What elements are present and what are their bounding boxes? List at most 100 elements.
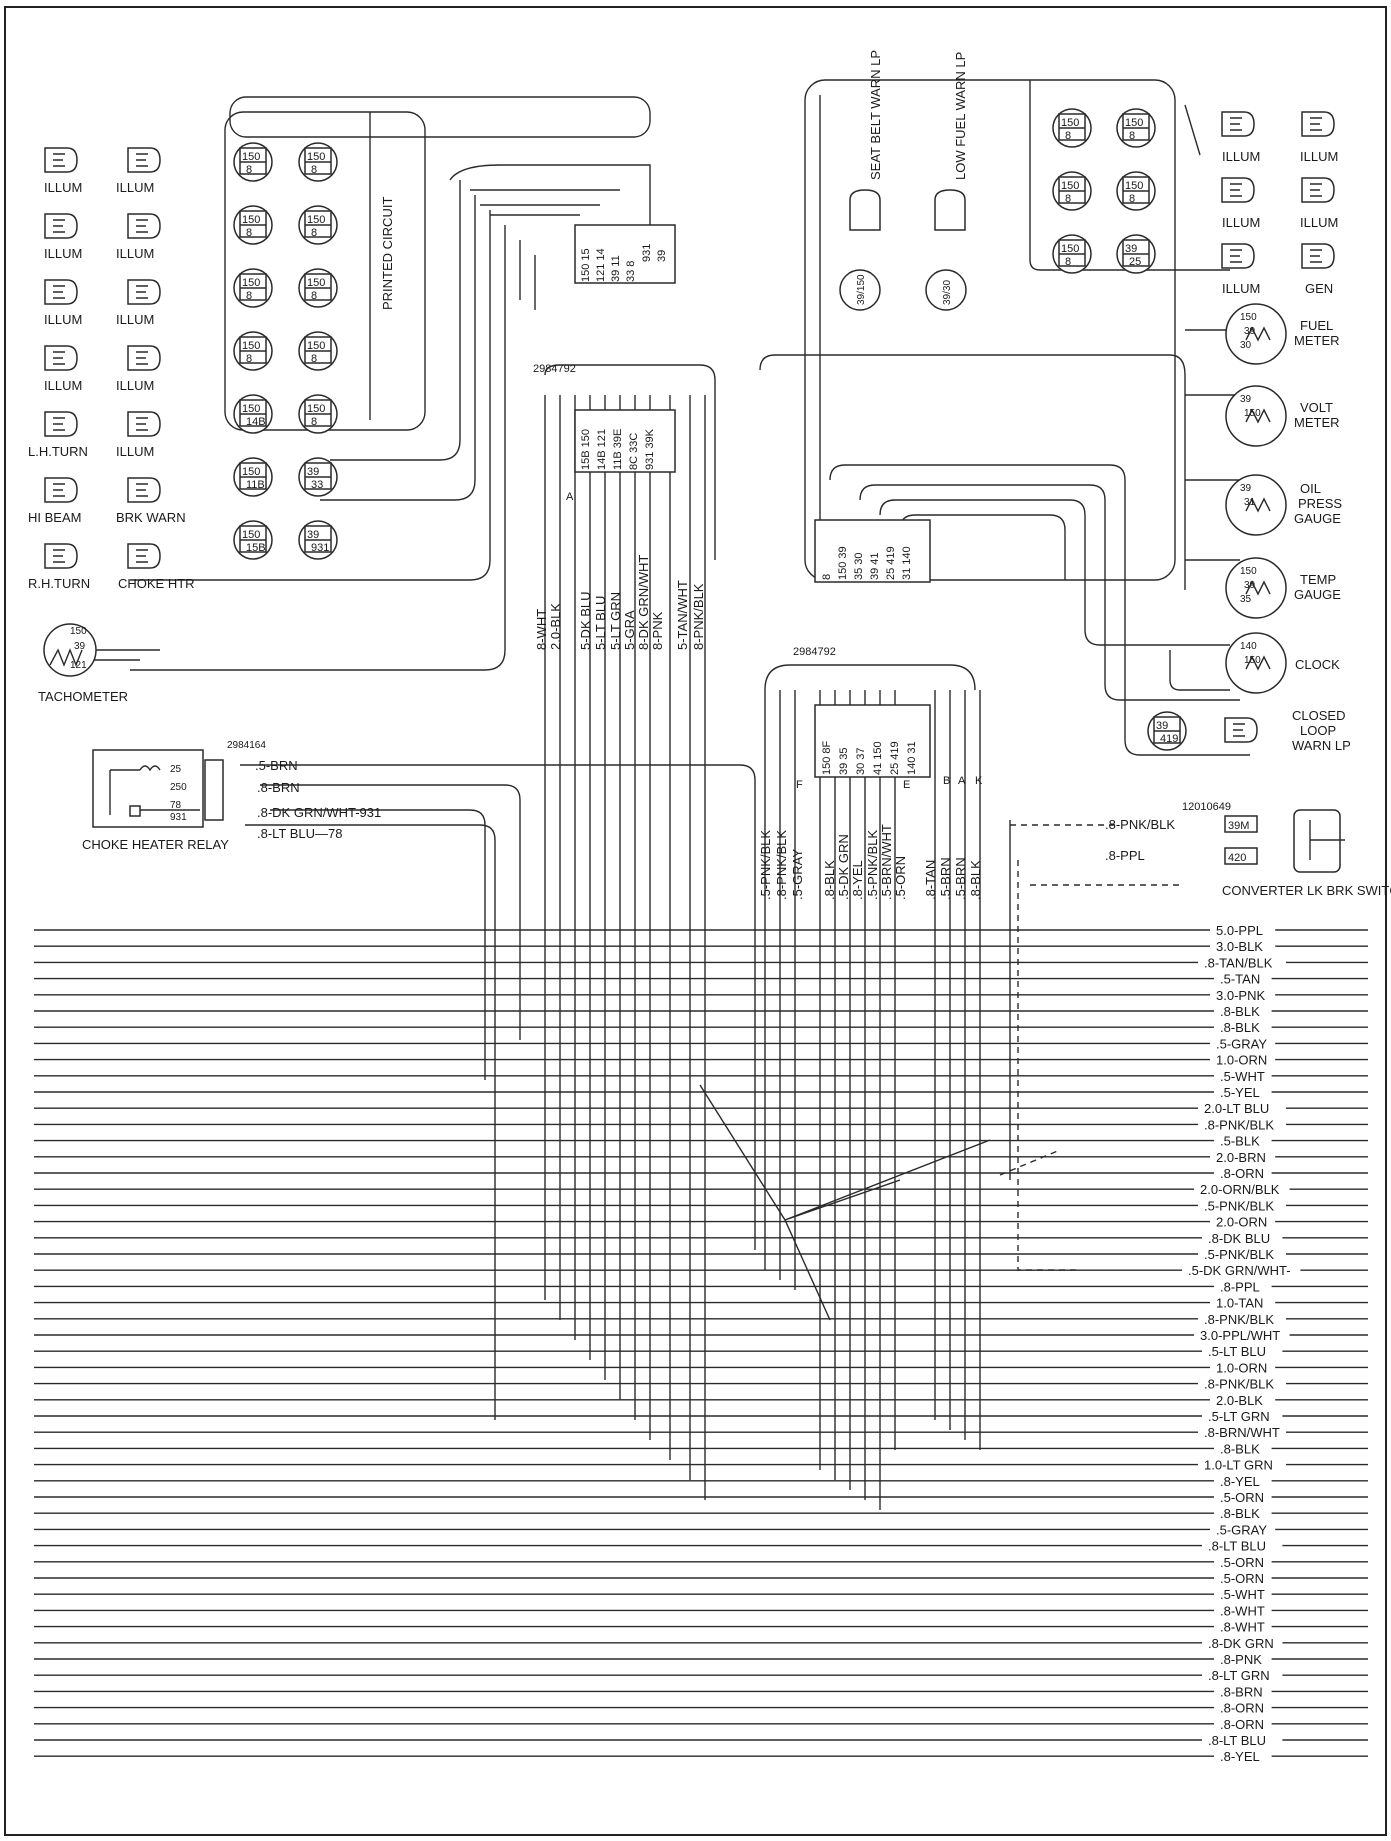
harness-label-19: .8-DK BLU xyxy=(1208,1231,1270,1246)
bulb-left-a-1-filament-icon xyxy=(53,219,65,233)
harness-label-12: .8-PNK/BLK xyxy=(1204,1117,1274,1132)
bulb-left-a-0-filament-icon xyxy=(53,153,65,167)
conn-mid-row-0: 15B 150 xyxy=(580,429,592,470)
mid-wire-label-8: 5-TAN/WHT xyxy=(675,580,690,650)
closed-loop-label-2: WARN LP xyxy=(1292,738,1351,753)
socket-left-b-5-bottom: 33 xyxy=(311,479,323,491)
harness-label-43: .8-WHT xyxy=(1220,1620,1265,1635)
socket-left-b-6-frame xyxy=(304,525,332,553)
bulb-left-b-6-filament-icon xyxy=(136,549,148,563)
conn-lower-row-4: 25 419 xyxy=(889,741,901,775)
converter-wire-1: .8-PNK/BLK xyxy=(1105,817,1175,832)
gauge-0-dial xyxy=(1225,303,1287,365)
conn-upper-row-1: 121 14 xyxy=(595,248,607,282)
socket-right-b-0-bottom: 8 xyxy=(1129,130,1135,142)
gauge-2-coil-icon xyxy=(1245,497,1271,513)
socket-right-b-1-bottom: 8 xyxy=(1129,193,1135,205)
harness-label-24: .8-PNK/BLK xyxy=(1204,1312,1274,1327)
conn-right-col-5: 31 140 xyxy=(901,546,913,580)
lower-connector-letter-k: K xyxy=(975,775,983,787)
conn-mid-row-2: 11B 39E xyxy=(612,429,624,470)
bulb-right-b-1-filament-icon xyxy=(1310,183,1322,197)
gauge-4-label-0: CLOCK xyxy=(1295,657,1340,672)
gauge-leads xyxy=(1169,329,1240,691)
tachometer-label: TACHOMETER xyxy=(38,689,128,704)
gauge-3-dial xyxy=(1225,557,1287,619)
bulb-left-b-0-label: ILLUM xyxy=(116,180,154,195)
bulb-left-a-1-label: ILLUM xyxy=(44,246,82,261)
harness-label-20: .5-PNK/BLK xyxy=(1204,1247,1274,1262)
conn-right-col-0: 8 xyxy=(821,574,833,580)
harness-label-38: .8-LT BLU xyxy=(1208,1539,1266,1554)
harness-wire-lines: 5.0-PPL3.0-BLK.8-TAN/BLK.5-TAN3.0-PNK.8-… xyxy=(34,923,1368,1764)
socket-left-a-6-bottom: 15B xyxy=(246,542,266,554)
converter-wire-2: .8-PPL xyxy=(1105,848,1145,863)
socket-left-a-6-top: 150 xyxy=(242,529,260,541)
low-fuel-socket-text: 39/30 xyxy=(942,280,953,305)
mid-wire-label-5: 5-GRA xyxy=(622,610,637,650)
closed-loop-socket-frame xyxy=(1153,716,1181,744)
gauge-0-label-1: METER xyxy=(1294,333,1340,348)
lower-wire-label-2: .5-GRAY xyxy=(790,849,805,900)
bulb-left-a-6-filament-icon xyxy=(53,549,65,563)
lower-wire-label-9: .8-TAN xyxy=(923,860,938,900)
right-loop-d xyxy=(879,499,1230,646)
socket-left-a-1-bottom: 8 xyxy=(246,227,252,239)
harness-label-33: 1.0-LT GRN xyxy=(1204,1458,1273,1473)
lower-connector-letter-a: A xyxy=(958,775,966,787)
lower-wire-label-7: .5-BRN/WHT xyxy=(879,824,894,900)
mid-wire-label-1: 2.0-BLK xyxy=(548,603,563,650)
gauge-2-dial xyxy=(1225,474,1287,536)
lower-connector-body xyxy=(814,704,931,778)
harness-label-42: .8-WHT xyxy=(1220,1603,1265,1618)
harness-label-21: .5-DK GRN/WHT- xyxy=(1188,1263,1291,1278)
converter-switch-arm-icon xyxy=(1309,820,1345,860)
socket-left-b-6-bottom: 931 xyxy=(311,542,329,554)
gauge-2-pin-1: 31 xyxy=(1244,497,1256,508)
gauge-2-label-2: GAUGE xyxy=(1294,511,1341,526)
converter-lockup-switch: 12010649 .8-PNK/BLK .8-PPL 39M 420 CONVE… xyxy=(1105,801,1391,898)
harness-label-10: .5-YEL xyxy=(1220,1085,1260,1100)
converter-dashed xyxy=(1010,824,1180,1271)
harness-label-9: .5-WHT xyxy=(1220,1069,1265,1084)
harness-label-0: 5.0-PPL xyxy=(1216,923,1263,938)
gauge-4-dial xyxy=(1225,632,1287,694)
socket-right-a-0-top: 150 xyxy=(1061,117,1079,129)
bulb-left-b-3-filament-icon xyxy=(136,351,148,365)
mid-connector-loop xyxy=(544,364,716,560)
converter-pin-box-1 xyxy=(1224,815,1258,833)
socket-right-a-0-bottom: 8 xyxy=(1065,130,1071,142)
conn-lower-row-2: 30 37 xyxy=(855,747,867,775)
seat-belt-label: SEAT BELT WARN LP xyxy=(868,50,883,180)
harness-label-28: .8-PNK/BLK xyxy=(1204,1377,1274,1392)
socket-left-b-6-top: 39 xyxy=(307,529,319,541)
right-cluster-verticals xyxy=(819,80,1230,560)
lower-wire-label-10: .5-BRN xyxy=(938,857,953,900)
gauge-0-pin-2: 30 xyxy=(1240,340,1252,351)
relay-wire-2: .8-BRN xyxy=(257,780,300,795)
bulb-left-b-0-filament-icon xyxy=(136,153,148,167)
closed-loop-label-1: LOOP xyxy=(1300,723,1336,738)
socket-right-a-2-bottom: 8 xyxy=(1065,256,1071,268)
bulb-left-b-4-label: ILLUM xyxy=(116,444,154,459)
bulb-right-a-2-filament-icon xyxy=(1230,249,1242,263)
socket-left-b-3-frame xyxy=(304,336,332,364)
gauge-2-label-1: PRESS xyxy=(1298,496,1342,511)
gauge-3-coil-icon xyxy=(1245,580,1271,596)
bulb-right-a-1-filament-icon xyxy=(1230,183,1242,197)
socket-left-b-2-top: 150 xyxy=(307,277,325,289)
lower-wire-label-0: .5-PNK/BLK xyxy=(758,830,773,900)
socket-right-a-0-frame xyxy=(1058,113,1086,141)
harness-label-31: .8-BRN/WHT xyxy=(1204,1425,1280,1440)
conn-lower-row-3: 41 150 xyxy=(872,741,884,775)
socket-left-a-3-frame xyxy=(239,336,267,364)
socket-left-a-1-frame xyxy=(239,210,267,238)
gauge-1-coil-icon xyxy=(1245,408,1271,424)
relay-label: CHOKE HEATER RELAY xyxy=(82,837,229,852)
converter-switch-icon xyxy=(1293,809,1341,873)
lower-wire-label-5: .8-YEL xyxy=(850,860,865,900)
harness-label-50: .8-LT BLU xyxy=(1208,1733,1266,1748)
low-fuel-label: LOW FUEL WARN LP xyxy=(953,52,968,180)
